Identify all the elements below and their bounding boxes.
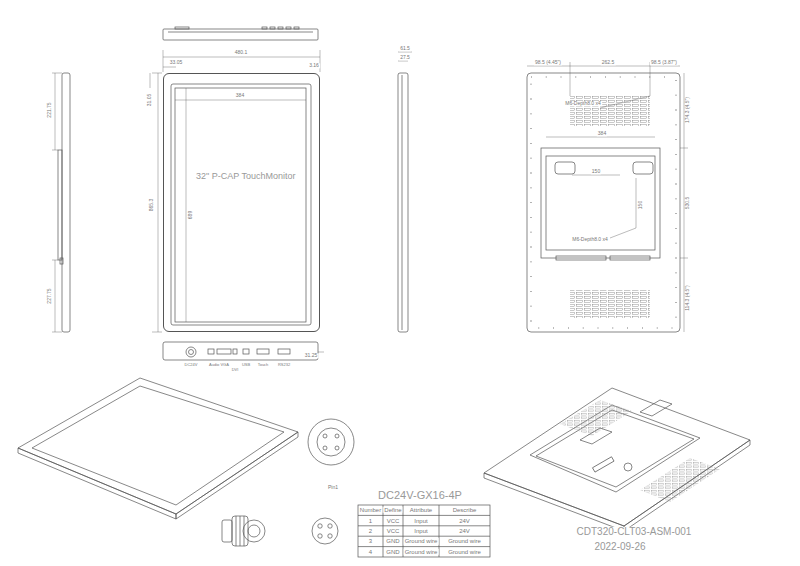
dimension: 174.3 (4.5") [685, 96, 690, 124]
callout-label: Pin1 [327, 485, 339, 490]
table-cell: 2 [368, 528, 373, 534]
table-cell: Attribute [409, 507, 433, 513]
port-name: RS232 [277, 363, 291, 367]
drawing-number: CDT320-CLT03-ASM-001 [576, 527, 693, 538]
port-name: USB [241, 363, 251, 367]
table-cell: Ground wire [447, 549, 482, 555]
connector-title: DC24V-GX16-4P [377, 490, 463, 502]
dimension: 33.05 [169, 60, 184, 65]
dimension: 221.75 [47, 101, 52, 118]
dimension: 3.16 [308, 63, 320, 68]
drawing-date: 2022-09-26 [593, 542, 646, 553]
dimension: 689 [188, 210, 193, 220]
table-cell: 3 [368, 538, 373, 544]
table-cell: VCC [386, 517, 401, 523]
dimension: 384 [235, 93, 245, 98]
port-name: DVI [231, 368, 240, 372]
note: M6-Depth8.0 x4 [564, 101, 602, 106]
dimension: 227.75 [47, 287, 52, 304]
table-cell: GND [385, 538, 400, 544]
dimension: 150 [638, 200, 643, 210]
table-cell: Ground wire [447, 538, 482, 544]
dimension: 98.5 (4.45") [534, 60, 562, 65]
table-cell: 4 [368, 549, 373, 555]
monitor-front: 32" P-CAP TouchMonitor [163, 73, 320, 332]
table-cell: Number [359, 507, 382, 513]
dimension: 61.5 [399, 46, 411, 51]
table-cell: Input [413, 528, 428, 534]
table-cell: 24V [458, 517, 471, 523]
dimension: 480.1 [234, 50, 249, 55]
dimension: 27.5 [399, 55, 411, 60]
table-cell: 24V [458, 528, 471, 534]
table-cell: Describe [452, 507, 478, 513]
port-name: DC24V [184, 363, 199, 367]
table-cell: Ground wire [404, 538, 439, 544]
table-cell: VCC [386, 528, 401, 534]
product-title: 32" P-CAP TouchMonitor [196, 172, 295, 182]
dimension: 865.3 [149, 198, 154, 213]
table-cell: Ground wire [404, 549, 439, 555]
dimension: 98.5 (3.87") [650, 60, 678, 65]
port-name: Touch [257, 363, 270, 367]
table-cell: 1 [368, 517, 373, 523]
dimension: 114.3 (4.5") [685, 284, 690, 312]
note: M6-Depth8.0 x4 [571, 237, 609, 242]
dimension: 31.25 [304, 353, 319, 358]
table-cell: GND [385, 549, 400, 555]
dimension: 31.05 [147, 93, 152, 108]
table-cell: Define [383, 507, 402, 513]
dimension: 384 [597, 131, 607, 136]
dimension: 530.5 [685, 196, 690, 211]
dimension: 262.5 [601, 60, 616, 65]
dimension: 150 [591, 169, 601, 174]
port-name: Audio VGA [208, 363, 230, 367]
table-cell: Input [413, 517, 428, 523]
